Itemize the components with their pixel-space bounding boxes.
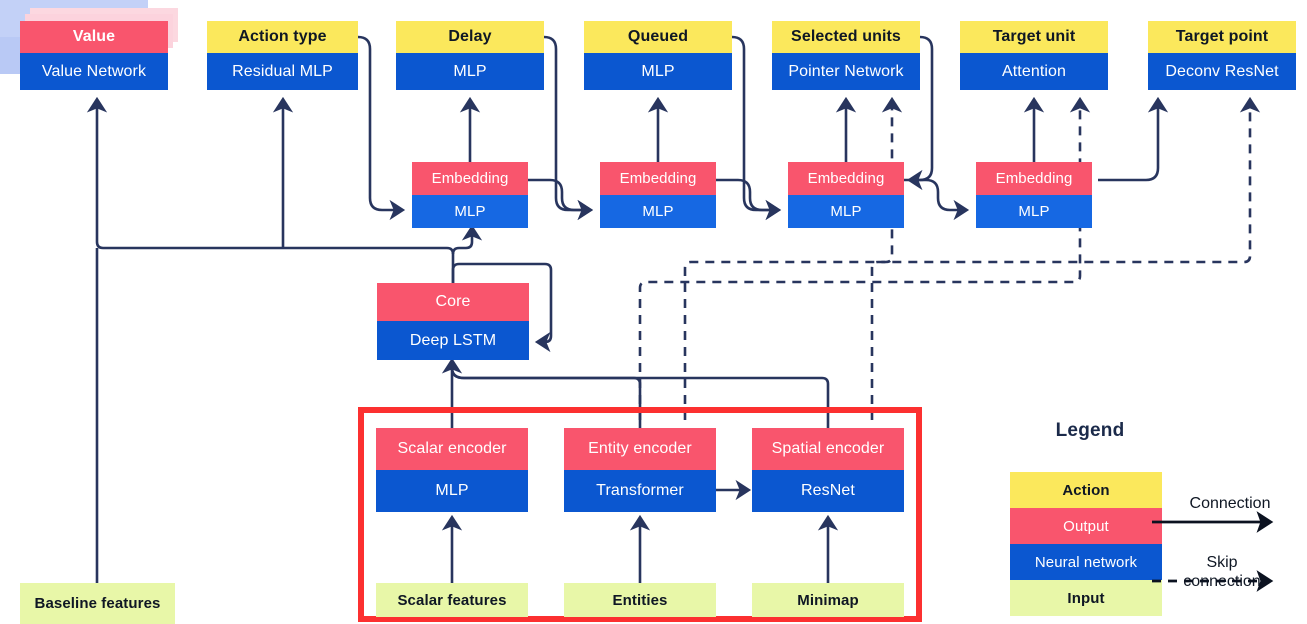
node-value-body: Value Network [20,53,168,90]
node-entity-encoder[interactable]: Entity encoder Transformer [564,428,716,512]
node-embedding-1-head: Embedding [412,162,528,195]
node-entity-encoder-body: Transformer [564,470,716,512]
node-baseline-features[interactable]: Baseline features [20,583,175,624]
node-core-body: Deep LSTM [377,321,529,360]
node-embedding-4[interactable]: Embedding MLP [976,162,1092,228]
node-baseline-features-label: Baseline features [20,583,175,624]
node-minimap-label: Minimap [752,583,904,617]
node-action-type[interactable]: Action type Residual MLP [207,21,358,90]
node-value[interactable]: Value Value Network [20,21,168,90]
node-embedding-2-body: MLP [600,195,716,228]
node-selected-units[interactable]: Selected units Pointer Network [772,21,920,90]
node-entities-label: Entities [564,583,716,617]
node-delay-head: Delay [396,21,544,53]
node-queued-head: Queued [584,21,732,53]
node-action-type-head: Action type [207,21,358,53]
node-embedding-3-head: Embedding [788,162,904,195]
node-value-head: Value [20,21,168,53]
node-target-unit-head: Target unit [960,21,1108,53]
node-scalar-encoder-body: MLP [376,470,528,512]
node-target-unit-body: Attention [960,53,1108,90]
node-embedding-2-head: Embedding [600,162,716,195]
node-scalar-encoder-head: Scalar encoder [376,428,528,470]
legend-arrow-samples [1152,511,1274,592]
node-entity-encoder-head: Entity encoder [564,428,716,470]
legend-swatch-output: Output [1010,508,1162,544]
legend-swatch-neural-network: Neural network [1010,544,1162,580]
node-embedding-4-body: MLP [976,195,1092,228]
node-embedding-2[interactable]: Embedding MLP [600,162,716,228]
node-embedding-1[interactable]: Embedding MLP [412,162,528,228]
node-embedding-1-body: MLP [412,195,528,228]
node-minimap[interactable]: Minimap [752,583,904,617]
node-embedding-3[interactable]: Embedding MLP [788,162,904,228]
legend-skip-label-line1: Skip [1206,554,1238,571]
node-scalar-features-label: Scalar features [376,583,528,617]
node-spatial-encoder-body: ResNet [752,470,904,512]
node-queued[interactable]: Queued MLP [584,21,732,90]
legend-connection-label: Connection [1189,495,1271,512]
node-target-unit[interactable]: Target unit Attention [960,21,1108,90]
node-delay[interactable]: Delay MLP [396,21,544,90]
node-selected-units-head: Selected units [772,21,920,53]
legend-title: Legend [1055,420,1125,441]
node-target-point-head: Target point [1148,21,1296,53]
node-target-point-body: Deconv ResNet [1148,53,1296,90]
node-spatial-encoder-head: Spatial encoder [752,428,904,470]
node-core-head: Core [377,283,529,321]
node-action-type-body: Residual MLP [207,53,358,90]
node-scalar-encoder[interactable]: Scalar encoder MLP [376,428,528,512]
node-spatial-encoder[interactable]: Spatial encoder ResNet [752,428,904,512]
legend-swatches: Action Output Neural network Input [1010,472,1162,616]
node-delay-body: MLP [396,53,544,90]
legend-swatch-input: Input [1010,580,1162,616]
node-selected-units-body: Pointer Network [772,53,920,90]
node-queued-body: MLP [584,53,732,90]
node-embedding-3-body: MLP [788,195,904,228]
legend-swatch-action: Action [1010,472,1162,508]
node-entities[interactable]: Entities [564,583,716,617]
node-embedding-4-head: Embedding [976,162,1092,195]
node-scalar-features[interactable]: Scalar features [376,583,528,617]
node-target-point[interactable]: Target point Deconv ResNet [1148,21,1296,90]
node-core[interactable]: Core Deep LSTM [377,283,529,360]
